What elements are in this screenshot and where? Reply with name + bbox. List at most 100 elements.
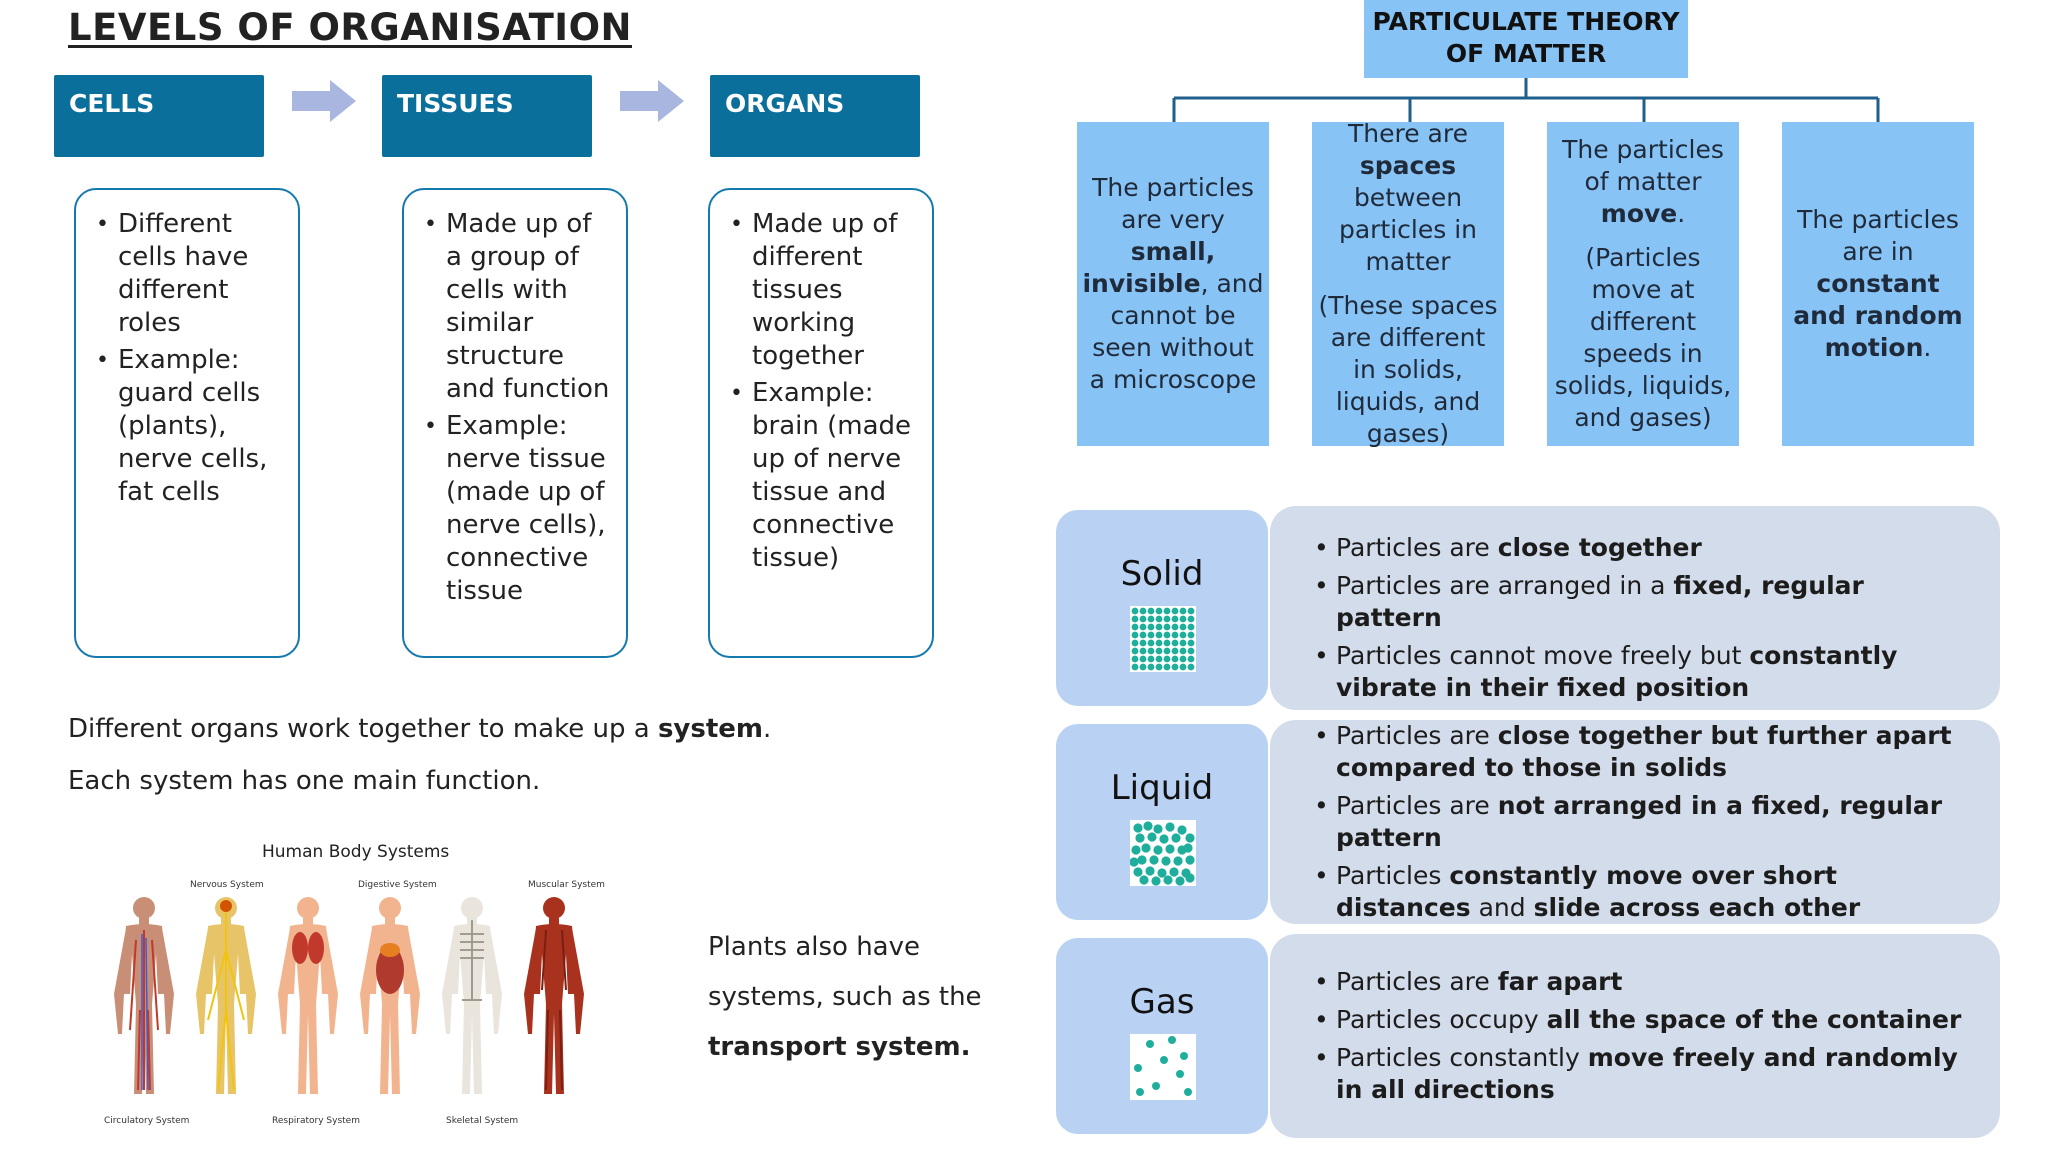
- particle: [1137, 855, 1147, 865]
- particle: [1155, 647, 1163, 655]
- state-point: Particles are close together but further…: [1314, 720, 1972, 784]
- solid-description: Particles are close together Particles a…: [1270, 506, 2000, 710]
- state-point: Particles are close together: [1314, 532, 1972, 564]
- particle: [1171, 655, 1179, 663]
- particle: [1187, 655, 1195, 663]
- particle: [1176, 1070, 1184, 1078]
- particle: [1171, 607, 1179, 615]
- particle: [1139, 663, 1147, 671]
- particle: [1159, 834, 1169, 844]
- particle: [1147, 655, 1155, 663]
- particle: [1131, 845, 1141, 855]
- particle: [1139, 655, 1147, 663]
- figure-label: Digestive System: [358, 880, 437, 890]
- theory-point-motion: The particles are in constant and random…: [1782, 122, 1974, 446]
- particle: [1179, 607, 1187, 615]
- particle: [1171, 639, 1179, 647]
- particle: [1157, 868, 1167, 878]
- particle: [1163, 663, 1171, 671]
- particle: [1135, 833, 1145, 843]
- particle: [1133, 867, 1143, 877]
- particle: [1147, 607, 1155, 615]
- particle: [1155, 615, 1163, 623]
- particle: [1139, 631, 1147, 639]
- tissues-point: Example: nerve tissue (made up of nerve …: [424, 410, 612, 608]
- particle: [1147, 647, 1155, 655]
- state-name: Gas: [1129, 982, 1195, 1022]
- particle: [1187, 623, 1195, 631]
- theory-connectors: [1172, 78, 1880, 124]
- particle: [1183, 843, 1193, 853]
- state-point: Particles occupy all the space of the co…: [1314, 1004, 1972, 1036]
- particle: [1179, 639, 1187, 647]
- figure-label: Nervous System: [190, 880, 264, 890]
- particle: [1131, 639, 1139, 647]
- particle: [1171, 631, 1179, 639]
- state-point: Particles are arranged in a fixed, regul…: [1314, 570, 1972, 634]
- particle: [1149, 855, 1159, 865]
- gas-label-card: Gas: [1056, 938, 1268, 1134]
- solid-particles-icon: [1130, 606, 1196, 672]
- particle: [1155, 623, 1163, 631]
- particle: [1187, 631, 1195, 639]
- particle: [1153, 824, 1163, 834]
- particle: [1155, 639, 1163, 647]
- particle: [1165, 844, 1175, 854]
- particle: [1179, 615, 1187, 623]
- particle: [1185, 833, 1195, 843]
- particle: [1177, 825, 1187, 835]
- cells-header: CELLS: [54, 75, 264, 157]
- figure-label: Muscular System: [528, 880, 605, 890]
- organs-box: Made up of different tissues working tog…: [708, 188, 934, 658]
- state-name: Liquid: [1110, 768, 1214, 808]
- particle: [1139, 623, 1147, 631]
- particle: [1131, 647, 1139, 655]
- particle: [1152, 1082, 1160, 1090]
- particle: [1151, 876, 1161, 886]
- particle: [1141, 843, 1151, 853]
- theory-title: PARTICULATE THEORY OF MATTER: [1364, 0, 1688, 78]
- particle: [1131, 655, 1139, 663]
- solid-label-card: Solid: [1056, 510, 1268, 706]
- particle: [1171, 615, 1179, 623]
- particle: [1163, 639, 1171, 647]
- particle: [1147, 832, 1157, 842]
- theory-point-small: The particles are very small, invisible,…: [1077, 122, 1269, 446]
- plants-note: Plants also have systems, such as the tr…: [708, 932, 982, 1062]
- particle: [1184, 1088, 1192, 1096]
- tissues-point: Made up of a group of cells with similar…: [424, 208, 612, 406]
- particle: [1160, 1056, 1168, 1064]
- particle: [1131, 623, 1139, 631]
- particle: [1187, 607, 1195, 615]
- liquid-particles-icon: [1130, 820, 1196, 886]
- particle: [1180, 1052, 1188, 1060]
- particle: [1131, 607, 1139, 615]
- particle: [1171, 647, 1179, 655]
- gas-description: Particles are far apart Particles occupy…: [1270, 934, 2000, 1138]
- cells-point: Different cells have different roles: [96, 208, 284, 340]
- particle: [1131, 615, 1139, 623]
- particle: [1139, 639, 1147, 647]
- liquid-description: Particles are close together but further…: [1270, 720, 2000, 924]
- theory-point-move: The particles of matter move. (Particles…: [1547, 122, 1739, 446]
- particle: [1179, 655, 1187, 663]
- particle: [1179, 623, 1187, 631]
- particle: [1179, 663, 1187, 671]
- liquid-label-card: Liquid: [1056, 724, 1268, 920]
- particle: [1169, 867, 1179, 877]
- particle: [1175, 876, 1185, 886]
- particle: [1173, 856, 1183, 866]
- particle: [1153, 845, 1163, 855]
- particle: [1147, 623, 1155, 631]
- organs-point: Made up of different tissues working tog…: [730, 208, 918, 373]
- particle: [1163, 631, 1171, 639]
- figure-title: Human Body Systems: [262, 842, 450, 862]
- particle: [1147, 663, 1155, 671]
- state-point: Particles cannot move freely but constan…: [1314, 640, 1972, 704]
- particle: [1139, 607, 1147, 615]
- particle: [1179, 647, 1187, 655]
- particle: [1146, 1040, 1154, 1048]
- particle: [1163, 655, 1171, 663]
- figure-label: Respiratory System: [272, 1116, 360, 1126]
- particle: [1187, 615, 1195, 623]
